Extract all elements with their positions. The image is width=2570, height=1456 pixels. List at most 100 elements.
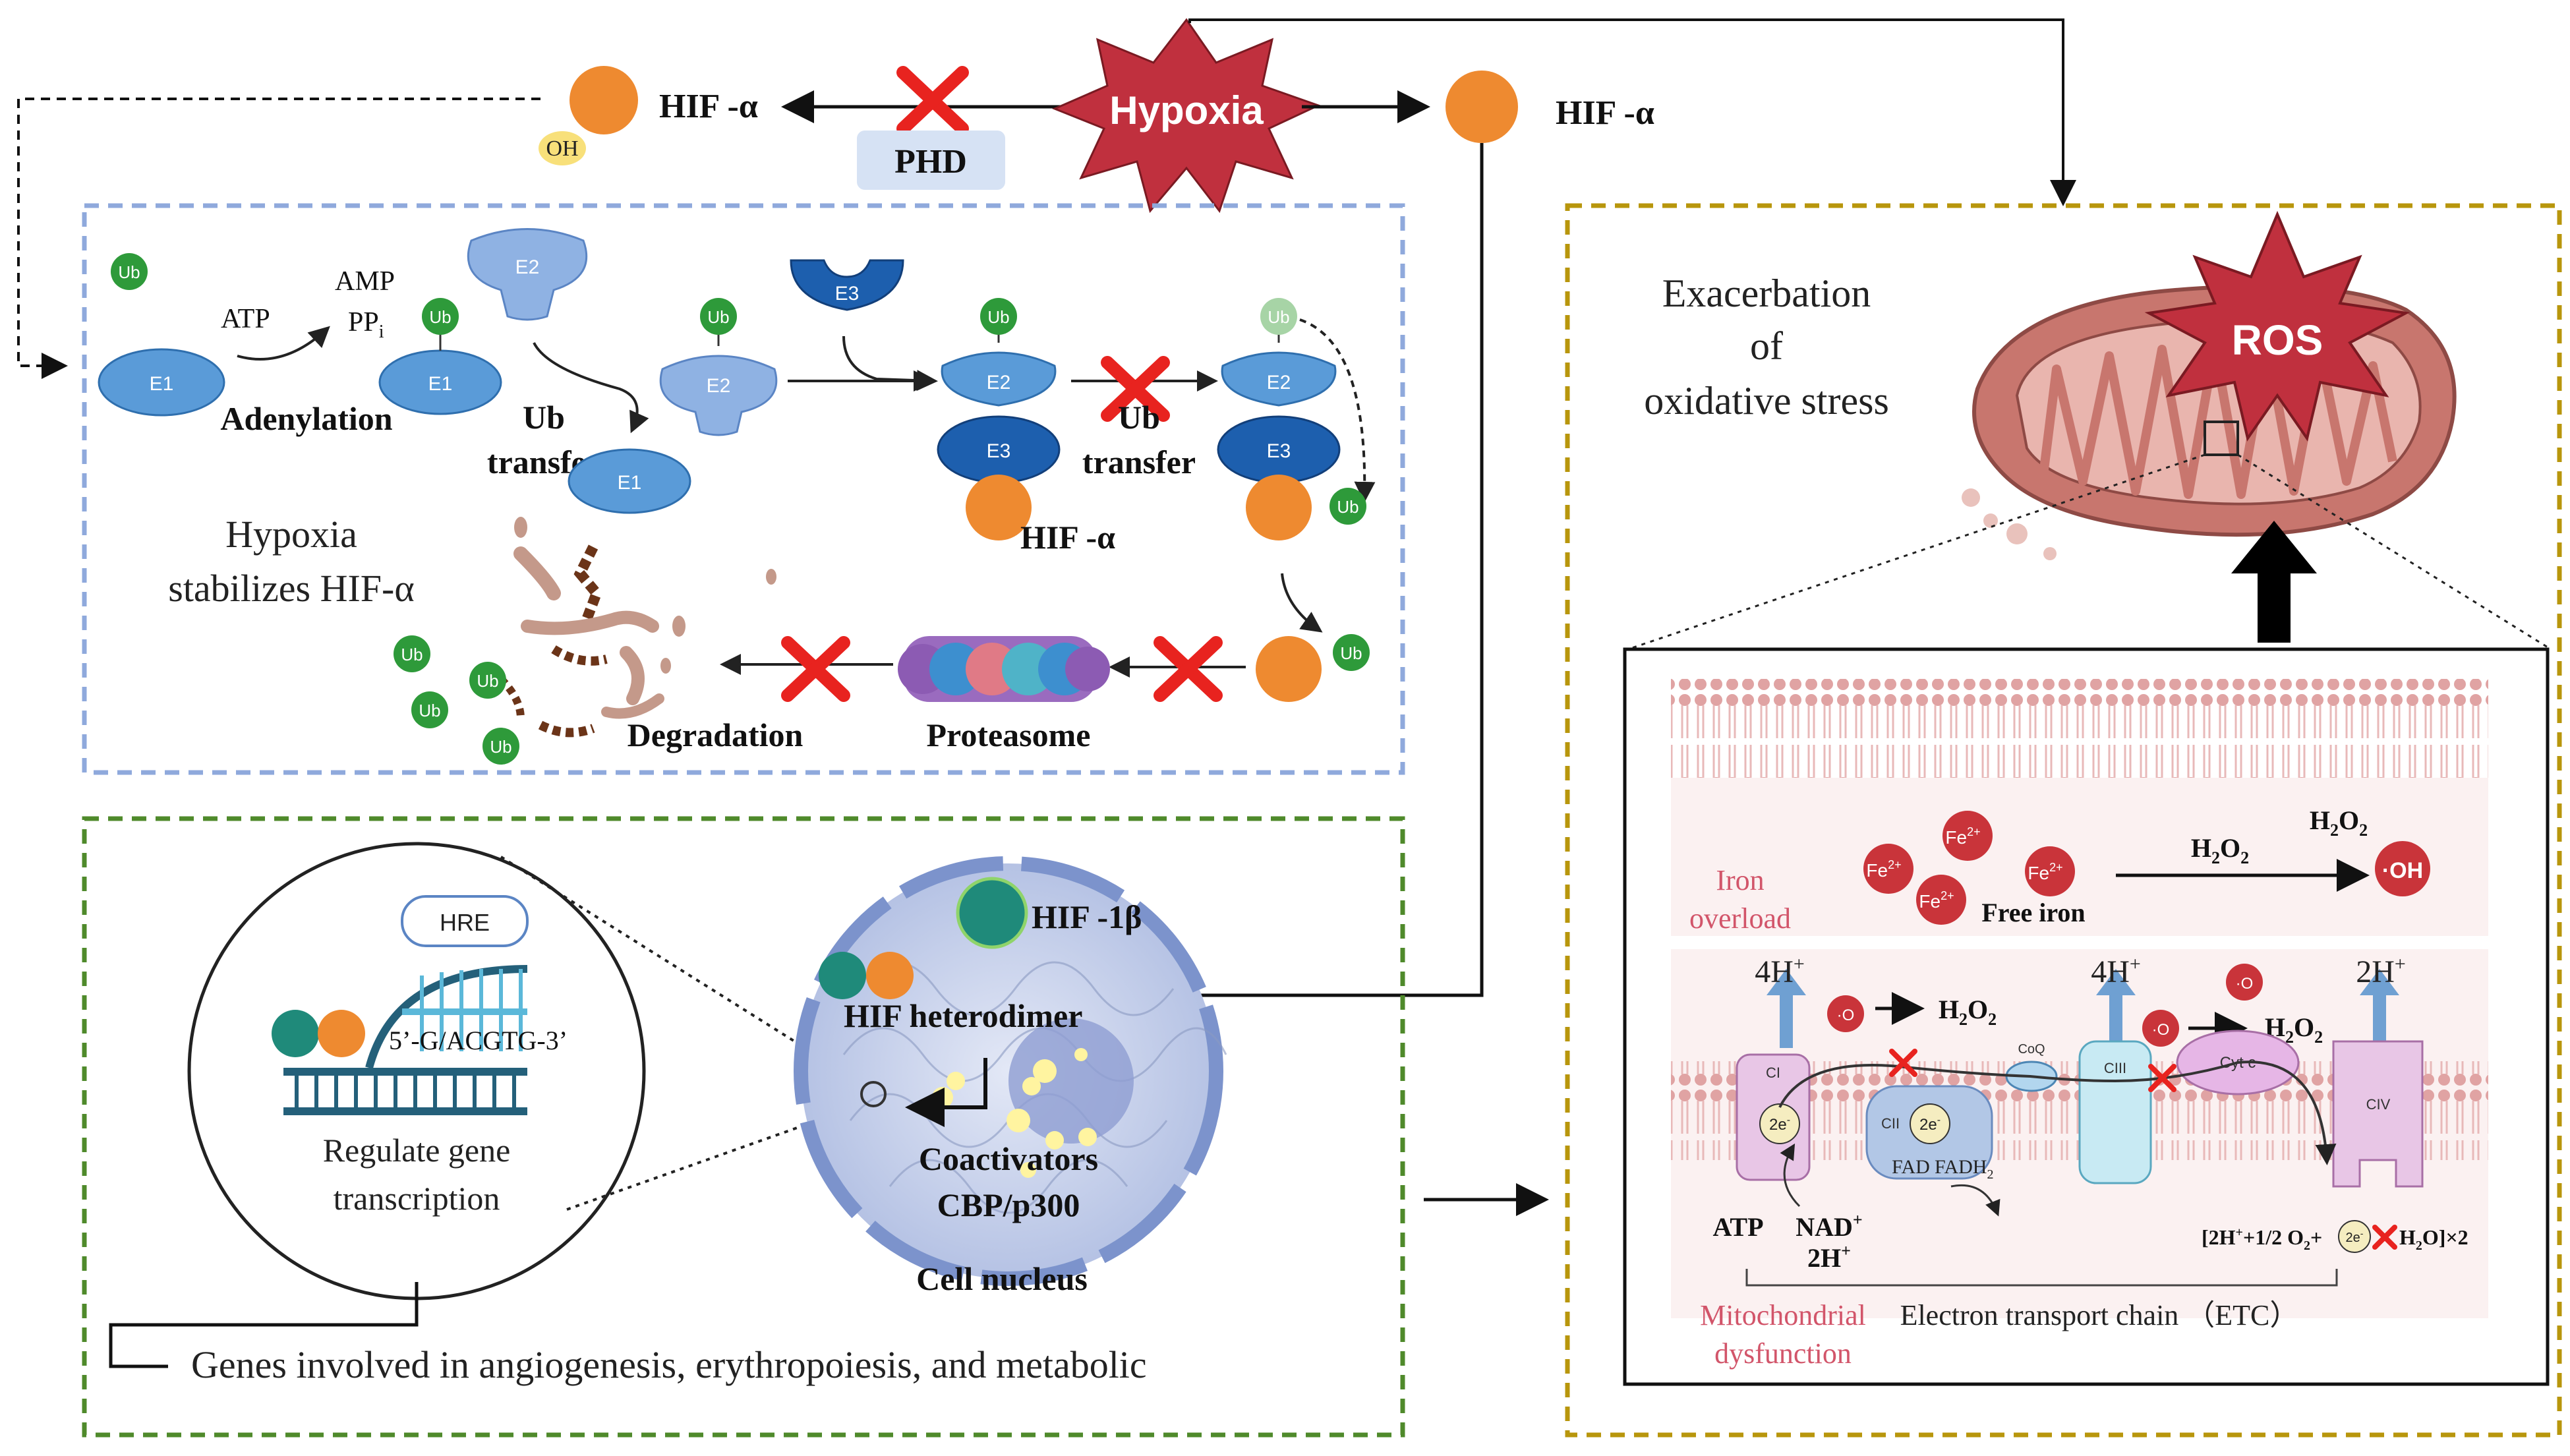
nad-text: NAD [1796, 1212, 1853, 1242]
ub-label: Ub [1340, 643, 1362, 663]
fe-sup: 2+ [1941, 889, 1954, 902]
eq-a: 2H [2209, 1225, 2236, 1249]
svg-text:Fe2+: Fe2+ [1866, 858, 1901, 881]
electron-flow-path [1778, 1061, 2337, 1165]
proteasome-icon [898, 636, 1110, 702]
ciii-block-x [2148, 1064, 2176, 1092]
hif-alpha-on-dna [318, 1010, 365, 1057]
ciii-label: CIII [2104, 1060, 2126, 1076]
exacerbation-line3: oxidative stress [1644, 379, 1889, 422]
adenylation-label: Adenylation [220, 400, 392, 437]
ub-on-hif-complex-2 [1329, 488, 1366, 525]
hypoxia-to-ros-arrow [1188, 18, 2076, 206]
intermembrane-space [1671, 778, 2488, 936]
coactivators-line2: CBP/p300 [937, 1186, 1080, 1223]
ros-starburst [2144, 210, 2410, 442]
superoxide-1 [1827, 995, 1864, 1032]
ub-on-complex-1 [980, 298, 1017, 335]
fe-text: Fe [1866, 860, 1888, 881]
ub-transfer-1-arrow [533, 342, 649, 434]
e2-label: E2 [515, 256, 540, 278]
two-e-text: 2e [1919, 1116, 1937, 1134]
ub-label: Ub [477, 671, 498, 691]
ub-label: Ub [401, 645, 423, 664]
to-ub-hif-arrow [1281, 573, 1323, 633]
heterodimer-binding-arrow [905, 1058, 987, 1127]
h2-label: 2H+ [2356, 953, 2406, 989]
o2-radical-2: ·O [2152, 1021, 2170, 1039]
eq-d: O [2422, 1225, 2439, 1249]
ub-on-e1 [422, 298, 459, 335]
e3-complex-2-label: E3 [1267, 440, 1291, 462]
complex-iv [2332, 1040, 2424, 1188]
fe-text: Fe [2028, 863, 2049, 883]
e1-label: E1 [150, 373, 174, 395]
cii-label: CII [1881, 1115, 1900, 1132]
oh-label: OH [546, 136, 578, 161]
ub-transfer-1-a: Ub [523, 399, 565, 436]
genes-text: Genes involved in angiogenesis, erythrop… [191, 1343, 1147, 1386]
h2-text: 2H [2356, 954, 2395, 989]
proton-arrows [1767, 969, 2399, 1048]
coq-label: CoQ [2018, 1042, 2045, 1057]
h2o2-2: H2O2 [2265, 1012, 2323, 1047]
superoxide-2 [2142, 1010, 2179, 1047]
hif-alpha-right-label: HIF -α [1556, 94, 1654, 132]
hif1b-label: HIF -1β [1032, 898, 1142, 935]
genes-bracket [109, 1282, 419, 1368]
e1-released [568, 448, 691, 514]
ub-label: Ub [429, 307, 451, 327]
e3-free [790, 259, 904, 311]
ub-label: Ub [987, 307, 1009, 327]
amp-label: AMP [335, 266, 395, 297]
plus: + [1853, 1210, 1863, 1229]
h4-label-2: 4H+ [2091, 953, 2141, 989]
reaction-equation: [2H++1/2 O2+ [2202, 1225, 2322, 1253]
two-e-cii: 2e- [1919, 1115, 1941, 1134]
fad-arrow [1950, 1184, 2001, 1217]
ub-released-2 [469, 662, 506, 699]
plus: + [1794, 953, 1805, 975]
h2o2-mid: H2O2 [2191, 833, 2249, 867]
ub-tag [1333, 634, 1370, 671]
o2-radical-3: ·O [2236, 975, 2254, 993]
oxidative-stress-panel [1565, 203, 2562, 1438]
electrons-ci [1759, 1103, 1800, 1144]
e2-ub [659, 355, 778, 436]
e2-ub-label: E2 [707, 375, 731, 397]
hydroxyl-radical [2375, 841, 2430, 896]
fe-sup: 2+ [1967, 825, 1981, 838]
proteasome-block-x [1154, 636, 1223, 702]
two-e-text: 2e [1769, 1116, 1787, 1134]
e3-join-arrow [842, 335, 938, 392]
h4-text-2: 4H [2091, 954, 2130, 989]
ros-label: ROS [2232, 316, 2323, 364]
hif-on-complex-2 [1246, 475, 1312, 540]
phd-box [857, 131, 1005, 190]
svg-text:Fe2+: Fe2+ [1919, 889, 1954, 912]
nad-label: NAD+ [1796, 1210, 1863, 1242]
eq-c: H [2399, 1225, 2416, 1249]
ub-transfer-2-b: transfer [1082, 444, 1196, 480]
two-h-label: 2H+ [1807, 1241, 1851, 1273]
hif-alpha-left-label: HIF -α [659, 88, 758, 125]
exacerbation-line2: of [1750, 324, 1783, 368]
iron-overload-line2: overload [1689, 902, 1791, 935]
electrons-cii [1910, 1103, 1950, 1144]
hypoxia-label: Hypoxia [1109, 88, 1264, 132]
e3-complex-1-label: E3 [987, 440, 1011, 462]
heterodimer-beta [819, 952, 866, 999]
h4-text-1: 4H [1755, 954, 1794, 989]
hif-alpha-mid-label: HIF -α [1020, 519, 1115, 556]
civ-label: CIV [2366, 1096, 2391, 1113]
heterodimer-label: HIF heterodimer [844, 997, 1082, 1034]
superoxide-3 [2226, 964, 2263, 1001]
hre-badge [401, 895, 529, 947]
two-e-text: 2e [2346, 1231, 2360, 1245]
ub-on-e2 [700, 298, 737, 335]
regulate-line1: Regulate gene [323, 1132, 511, 1169]
ros-up-arrow [2231, 521, 2317, 643]
degradation-block-x [781, 636, 850, 702]
ub-faded [1260, 298, 1297, 335]
